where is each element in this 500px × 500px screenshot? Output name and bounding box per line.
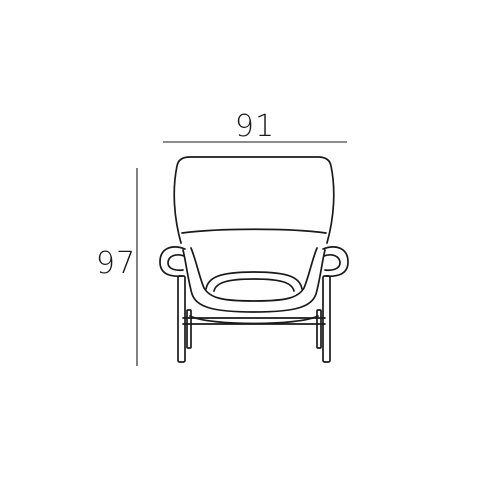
chair-outline — [159, 156, 349, 363]
seat-shell-inner — [190, 247, 318, 302]
backrest-seam — [181, 228, 327, 234]
right-arm — [322, 246, 349, 278]
right-arm-inner — [323, 253, 341, 272]
width-dimension: 91 — [163, 109, 347, 144]
right-inner-leg — [316, 309, 322, 349]
width-label: 91 — [235, 109, 275, 144]
seat-cushion — [205, 271, 303, 290]
seat-cushion-seam — [213, 278, 295, 292]
left-arm-inner — [167, 253, 185, 272]
seat-shell — [182, 249, 326, 313]
left-inner-leg — [186, 309, 192, 349]
height-dimension: 97 — [96, 168, 138, 366]
seat-base — [189, 315, 319, 325]
height-label: 97 — [96, 246, 136, 281]
left-arm — [159, 246, 186, 278]
left-leg — [177, 275, 186, 363]
right-leg — [322, 275, 331, 363]
backrest — [173, 156, 335, 244]
